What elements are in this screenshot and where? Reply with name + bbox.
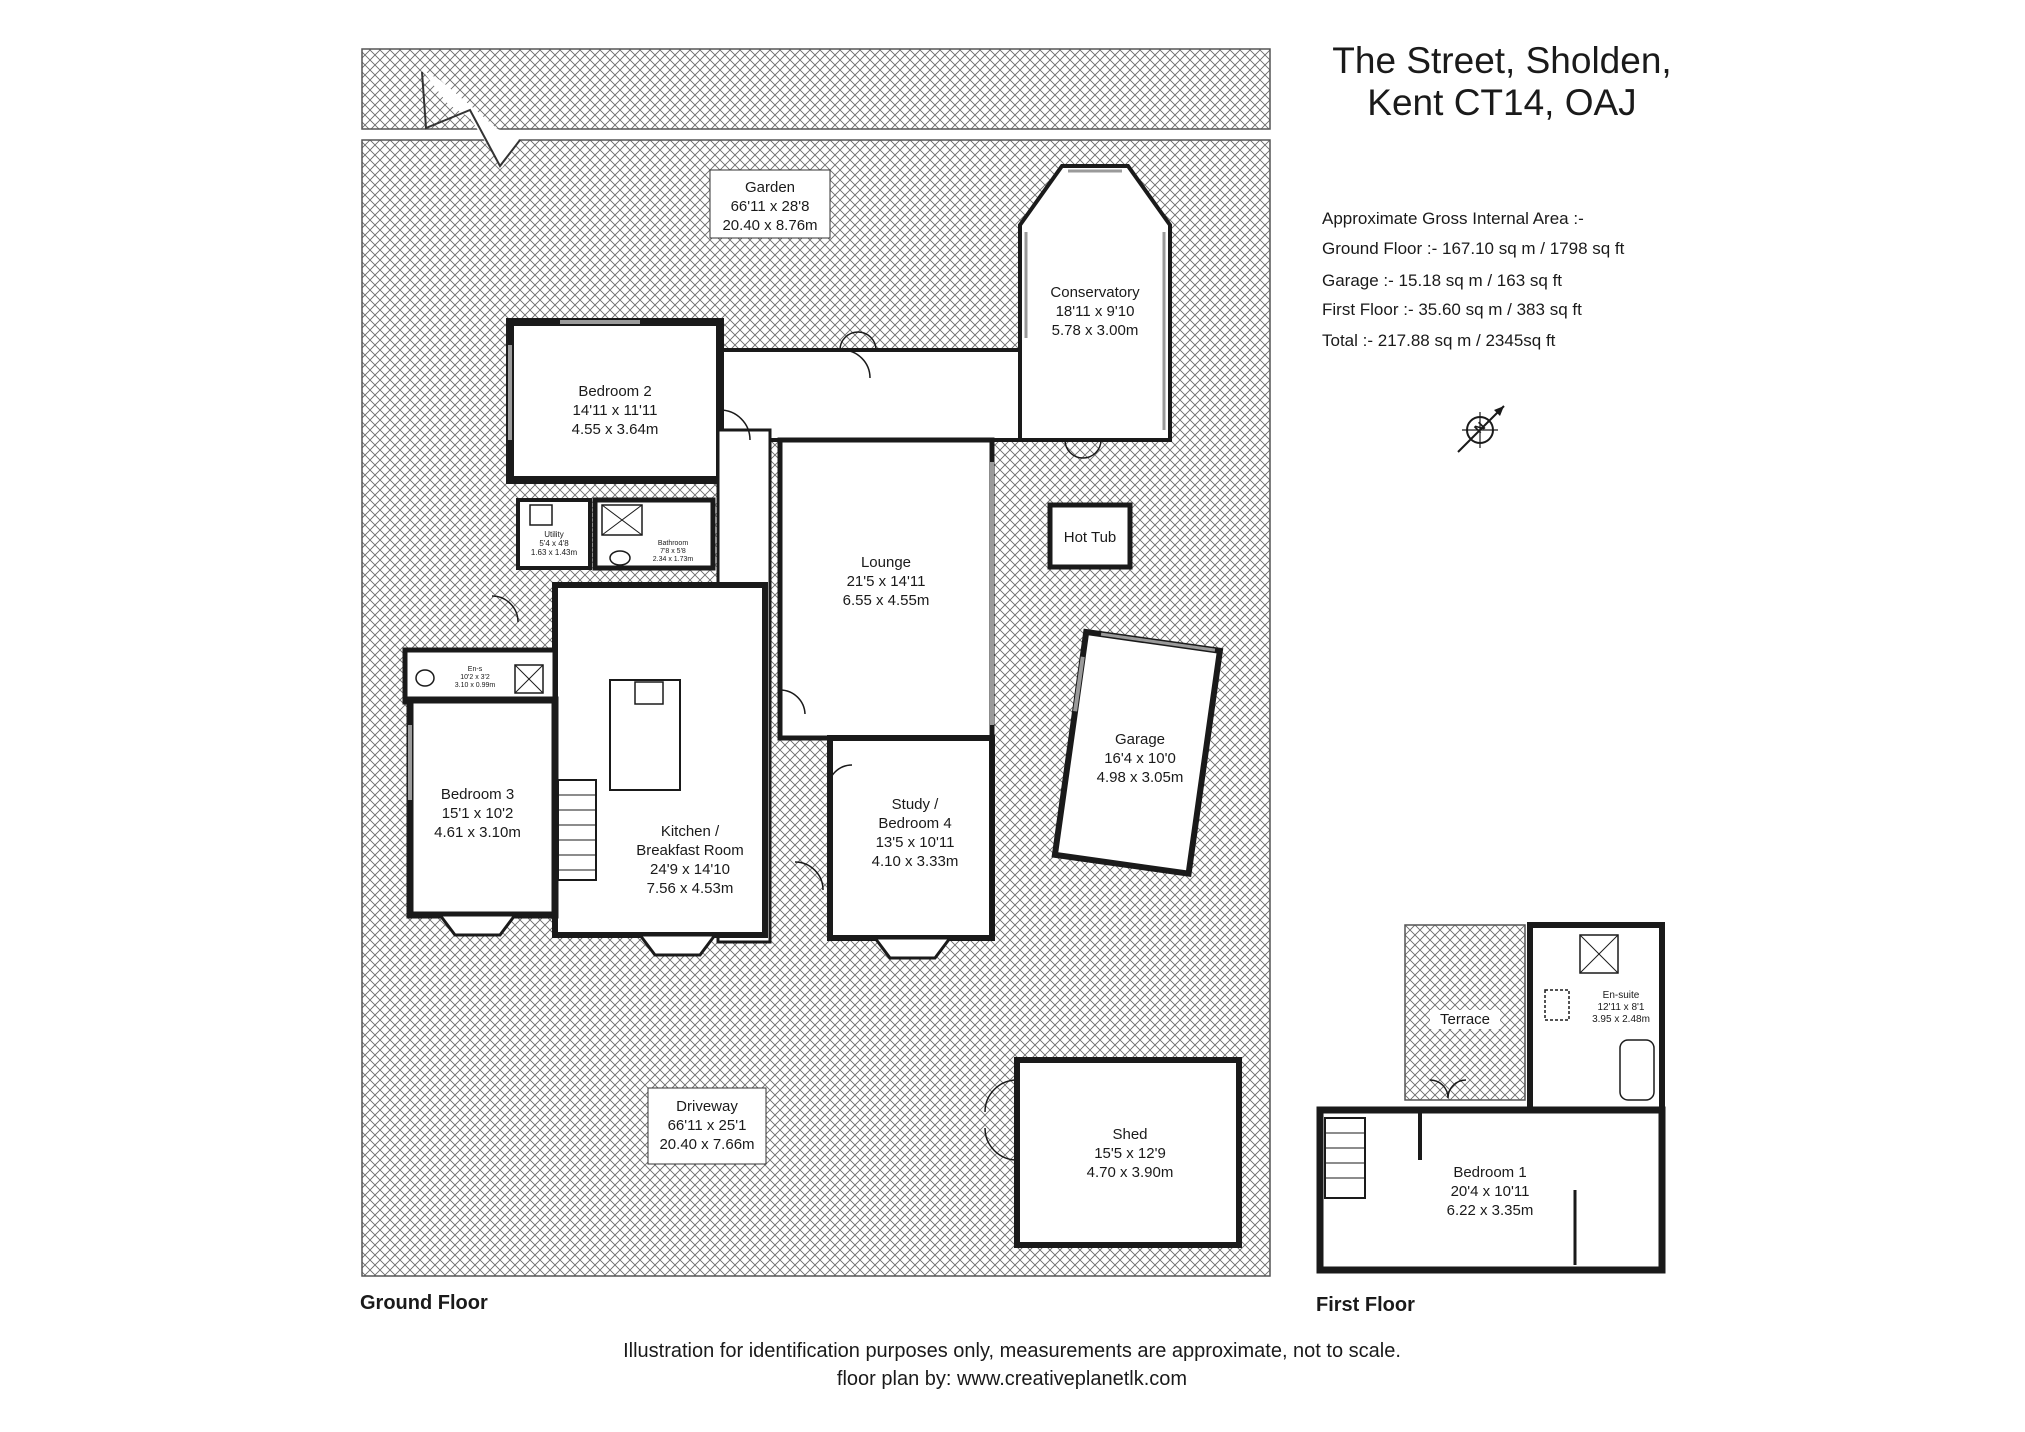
bedroom3-label: Bedroom 3 15'1 x 10'2 4.61 x 3.10m (415, 785, 540, 842)
ensuite-ground-label: En-s 10'2 x 3'2 3.10 x 0.99m (440, 666, 510, 690)
bedroom2-label: Bedroom 2 14'11 x 11'11 4.55 x 3.64m (545, 382, 685, 439)
lounge-label: Lounge 21'5 x 14'11 6.55 x 4.55m (816, 553, 956, 610)
hot-tub-label: Hot Tub (1063, 529, 1117, 546)
conservatory-imperial: 18'11 x 9'10 (1055, 303, 1135, 320)
conservatory-name: Conservatory (1050, 284, 1140, 301)
driveway-name: Driveway (676, 1098, 738, 1115)
driveway-area (647, 1087, 767, 1165)
driveway-label: Driveway 66'11 x 25'1 20.40 x 7.66m (650, 1097, 764, 1154)
kitchen-metric: 7.56 x 4.53m (646, 880, 734, 897)
bedroom1-name: Bedroom 1 (1453, 1164, 1527, 1181)
utility-metric: 1.63 x 1.43m (530, 548, 578, 557)
garden-imperial: 66'11 x 28'8 (730, 198, 810, 215)
ensuite-first-label: En-suite 12'11 x 8'1 3.95 x 2.48m (1585, 990, 1657, 1026)
bedroom2-metric: 4.55 x 3.64m (571, 421, 659, 438)
garage-imperial: 16'4 x 10'0 (1104, 750, 1176, 767)
garage-structure (1051, 628, 1224, 878)
study-label: Study / Bedroom 4 13'5 x 10'11 4.10 x 3.… (850, 795, 980, 871)
bedroom3-name: Bedroom 3 (440, 786, 515, 803)
bathroom-metric: 2.34 x 1.73m (652, 556, 694, 563)
bathroom-imperial: 7'8 x 5'8 (660, 548, 686, 555)
first-floor-walls (1316, 922, 1666, 1274)
driveway-metric: 20.40 x 7.66m (659, 1136, 755, 1153)
terrace-label: Terrace (1430, 1010, 1500, 1029)
bathroom-name: Bathroom (657, 540, 689, 547)
bedroom1-imperial: 20'4 x 10'11 (1450, 1183, 1530, 1200)
study-imperial: 13'5 x 10'11 (875, 834, 955, 851)
ground-floor-caption: Ground Floor (360, 1292, 488, 1314)
disclaimer-text: Illustration for identification purposes… (623, 1340, 1401, 1362)
garden-name: Garden (744, 179, 796, 196)
first-floor-caption: First Floor (1316, 1294, 1415, 1316)
utility-label: Utility 5'4 x 4'8 1.63 x 1.43m (518, 530, 590, 557)
shed-metric: 4.70 x 3.90m (1086, 1164, 1174, 1181)
conservatory-label: Conservatory 18'11 x 9'10 5.78 x 3.00m (1030, 283, 1160, 340)
utility-imperial: 5'4 x 4'8 (539, 539, 569, 548)
utility-name: Utility (544, 530, 564, 539)
area-ground-floor: Ground Floor :- 167.10 sq m / 1798 sq ft (1322, 239, 1625, 258)
stairs-ground (557, 779, 597, 881)
kitchen-name2: Breakfast Room (636, 842, 744, 859)
kitchen-name1: Kitchen / (660, 823, 720, 840)
bathroom-label: Bathroom 7'8 x 5'8 2.34 x 1.73m (636, 540, 710, 564)
area-first-floor: First Floor :- 35.60 sq m / 383 sq ft (1322, 300, 1582, 319)
ground-floor-walls (402, 318, 1102, 960)
ensuite-ground-imperial: 10'2 x 3'2 (460, 674, 490, 681)
ensuite-ground-metric: 3.10 x 0.99m (454, 682, 496, 689)
property-address-line2: Kent CT14, OAJ (1367, 82, 1637, 123)
garden-label: Garden 66'11 x 28'8 20.40 x 8.76m (706, 178, 834, 235)
area-total: Total :- 217.88 sq m / 2345sq ft (1322, 331, 1556, 350)
shed-label: Shed 15'5 x 12'9 4.70 x 3.90m (1060, 1125, 1200, 1182)
garage-label: Garage 16'4 x 10'0 4.98 x 3.05m (1075, 730, 1205, 787)
driveway-imperial: 66'11 x 25'1 (667, 1117, 747, 1134)
study-name2: Bedroom 4 (878, 815, 952, 832)
hot-tub-box (1047, 502, 1133, 570)
shed-name: Shed (1112, 1126, 1148, 1143)
compass-rose (1457, 405, 1505, 453)
ensuite-first-imperial: 12'11 x 8'1 (1597, 1002, 1645, 1013)
kitchen-label: Kitchen / Breakfast Room 24'9 x 14'10 7.… (615, 822, 765, 898)
garden-metric: 20.40 x 8.76m (722, 217, 818, 234)
study-name1: Study / (891, 796, 939, 813)
lounge-metric: 6.55 x 4.55m (842, 592, 930, 609)
property-address-line1: The Street, Sholden, (1332, 40, 1672, 81)
shed-imperial: 15'5 x 12'9 (1094, 1145, 1166, 1162)
area-heading: Approximate Gross Internal Area :- (1322, 209, 1584, 228)
lounge-imperial: 21'5 x 14'11 (846, 573, 926, 590)
study-metric: 4.10 x 3.33m (871, 853, 959, 870)
kitchen-imperial: 24'9 x 14'10 (650, 861, 730, 878)
lounge-name: Lounge (860, 554, 912, 571)
credit-text: floor plan by: www.creativeplanetlk.com (836, 1368, 1188, 1390)
bedroom3-metric: 4.61 x 3.10m (434, 824, 521, 841)
bedroom3-imperial: 15'1 x 10'2 (441, 805, 514, 822)
garage-name: Garage (1114, 731, 1166, 748)
area-garage: Garage :- 15.18 sq m / 163 sq ft (1322, 271, 1563, 290)
garage-metric: 4.98 x 3.05m (1096, 769, 1184, 786)
ensuite-first-name: En-suite (1602, 990, 1640, 1001)
bedroom1-metric: 6.22 x 3.35m (1446, 1202, 1534, 1219)
bedroom1-label: Bedroom 1 20'4 x 10'11 6.22 x 3.35m (1420, 1163, 1560, 1220)
conservatory-structure (1018, 164, 1172, 442)
garden-area (709, 169, 831, 239)
conservatory-metric: 5.78 x 3.00m (1051, 322, 1139, 339)
shed-structure (984, 1057, 1242, 1248)
ensuite-first-metric: 3.95 x 2.48m (1592, 1014, 1650, 1025)
bedroom2-imperial: 14'11 x 11'11 (572, 402, 658, 419)
ensuite-ground-name: En-s (467, 666, 483, 673)
bedroom2-name: Bedroom 2 (578, 383, 652, 400)
